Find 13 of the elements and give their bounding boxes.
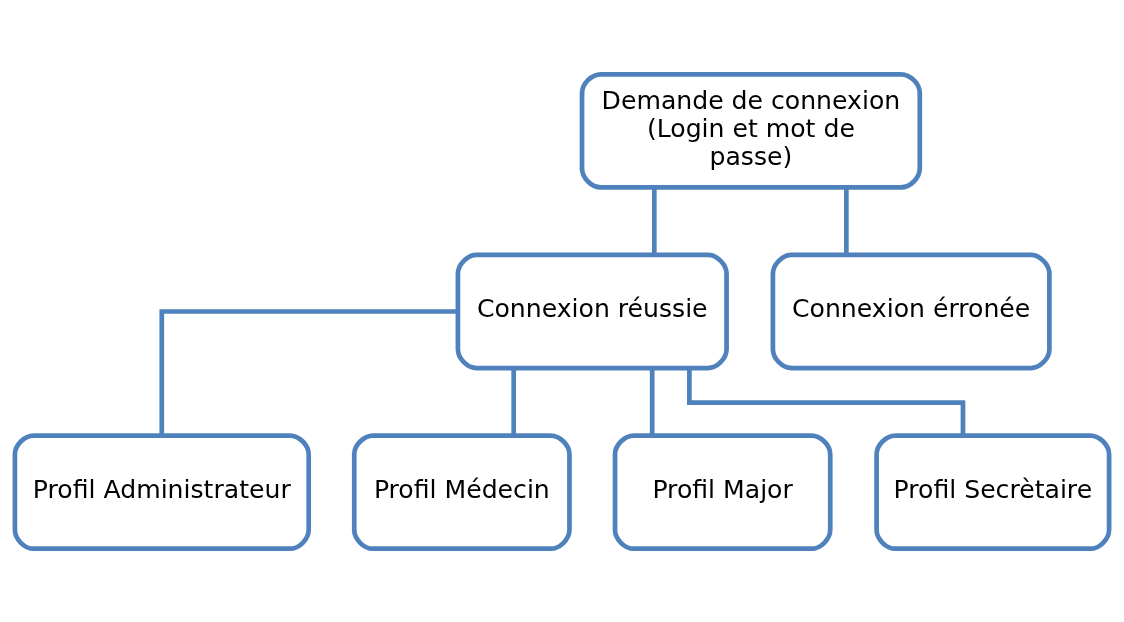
connector [687,367,966,435]
connector [844,187,849,254]
node-box: Profil Médecin [351,432,572,551]
connector [649,367,655,435]
node-box: Profil Major [612,432,833,551]
node-box: Demande de connexion (Login et mot de passe) [579,71,923,190]
node-box: Profil Administrateur [12,432,312,551]
connector [651,187,657,254]
connector [511,367,517,435]
connector [159,308,458,435]
node-box: Connexion érronée [770,252,1052,370]
node-box: Connexion réussie [455,252,729,370]
node-box: Profil Secrètaire [874,432,1112,551]
